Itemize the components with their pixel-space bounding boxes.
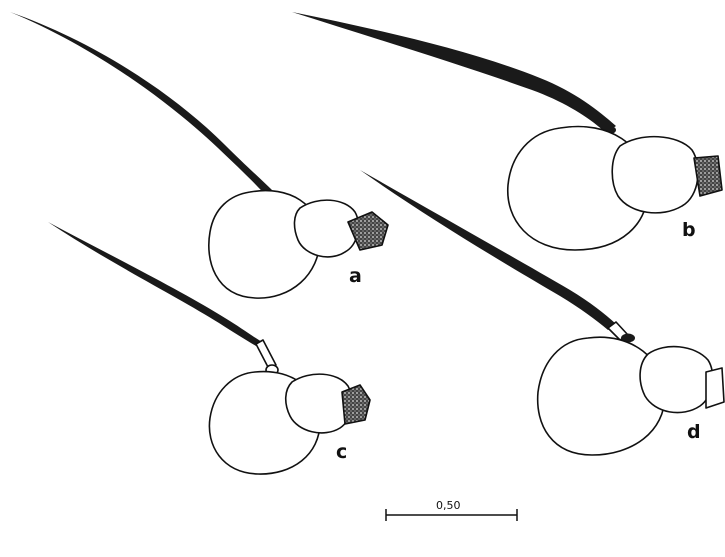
antenna-c: c	[48, 222, 371, 475]
antenna-b: b	[292, 12, 723, 251]
label-b: b	[682, 219, 696, 241]
segment-tip-a	[347, 211, 389, 251]
label-d: d	[687, 421, 701, 443]
segment-middle-c	[284, 373, 353, 434]
arista-a	[10, 12, 276, 198]
arista-d	[360, 170, 616, 330]
label-a: a	[349, 265, 362, 287]
arista-b	[292, 12, 616, 133]
antenna-d: d	[360, 170, 725, 456]
arista-c	[48, 222, 262, 346]
scale-bar-label: 0,50	[436, 499, 461, 512]
segment-middle-d	[639, 345, 714, 414]
label-c: c	[336, 441, 347, 463]
arista-pale-base-c	[255, 339, 277, 370]
scale-bar: 0,50	[385, 499, 518, 521]
segment-tip-b	[693, 155, 723, 197]
segment-tip-c	[341, 384, 371, 425]
antenna-a: a	[10, 12, 389, 299]
segment-middle-b	[611, 135, 699, 214]
segment-tip-d	[705, 367, 725, 409]
segment-middle-a	[293, 199, 360, 258]
